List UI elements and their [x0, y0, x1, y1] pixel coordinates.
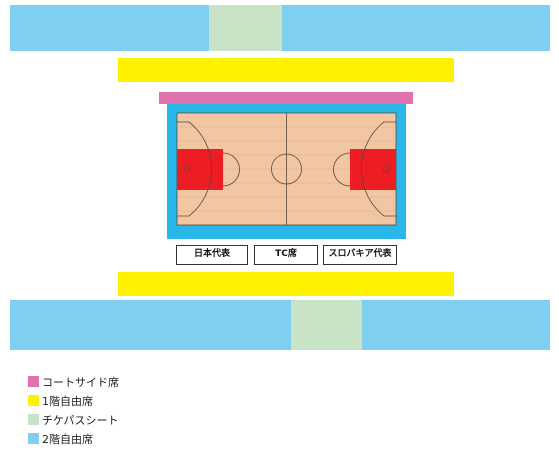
bench-japan: 日本代表: [176, 245, 248, 265]
court-floor-diagram: [176, 112, 397, 226]
legend-label: 1階自由席: [42, 394, 93, 408]
bench-tc: TC席: [254, 245, 318, 265]
top-1f-free-seating[interactable]: [118, 58, 454, 82]
bench-slovakia: スロバキア代表: [323, 245, 397, 265]
courtside-seating[interactable]: [159, 92, 413, 104]
right-hoop: [382, 165, 390, 173]
left-free-throw-arc: [222, 152, 240, 187]
legend-item-1f-free: 1階自由席: [28, 391, 119, 410]
legend-label: チケパスシート: [42, 413, 119, 427]
right-three-point-line: [360, 121, 396, 217]
legend-item-ticket-pass: チケパスシート: [28, 410, 119, 429]
legend-item-courtside: コートサイド席: [28, 372, 119, 391]
legend-swatch: [28, 395, 39, 406]
right-free-throw-arc: [333, 152, 351, 187]
legend-swatch: [28, 376, 39, 387]
left-three-point-line: [177, 121, 213, 217]
right-key: [350, 149, 396, 190]
bottom-2f-seating-right[interactable]: [362, 300, 550, 350]
top-2f-seating-right[interactable]: [282, 5, 550, 51]
bottom-1f-free-seating[interactable]: [118, 272, 454, 296]
bottom-2f-seating-left[interactable]: [10, 300, 291, 350]
left-key: [177, 149, 223, 190]
legend-item-2f-free: 2階自由席: [28, 429, 119, 448]
legend: コートサイド席 1階自由席 チケパスシート 2階自由席: [28, 372, 119, 448]
legend-swatch: [28, 414, 39, 425]
left-hoop: [183, 165, 191, 173]
basketball-court: [167, 104, 406, 239]
top-ticket-pass-seating[interactable]: [209, 5, 282, 51]
legend-label: コートサイド席: [42, 375, 119, 389]
legend-swatch: [28, 433, 39, 444]
center-circle: [271, 153, 302, 185]
bottom-ticket-pass-seating[interactable]: [291, 300, 362, 350]
legend-label: 2階自由席: [42, 432, 93, 446]
top-2f-seating-left[interactable]: [10, 5, 209, 51]
